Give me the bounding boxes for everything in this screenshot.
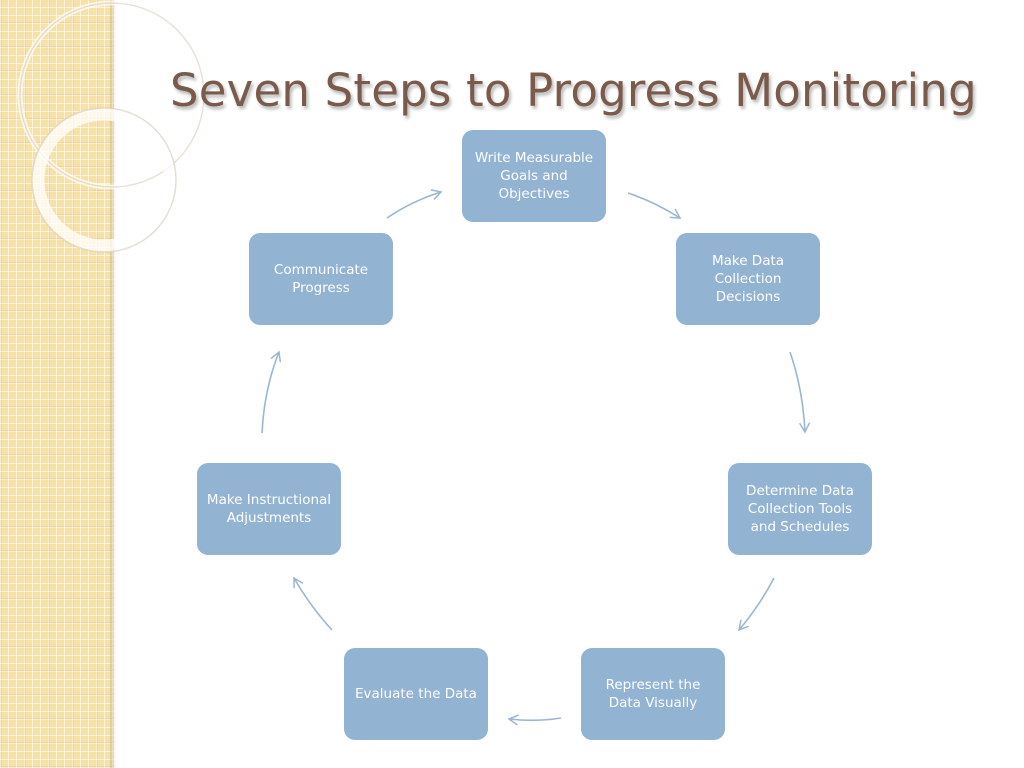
arrow-step3-to-step4	[738, 577, 775, 632]
arrow-step5-to-step6	[293, 576, 333, 631]
step-write-measurable-goals: Write Measurable Goals and Objectives	[462, 130, 606, 222]
arrow-step7-to-step1	[386, 189, 443, 219]
step-label: Write Measurable Goals and Objectives	[474, 150, 594, 202]
step-label: Make Data Collection Decisions	[711, 253, 785, 305]
step-represent-data-visually: Represent the Data Visually	[581, 648, 725, 740]
arrow-step1-to-step2	[627, 192, 682, 219]
step-label: Make Instructional Adjustments	[206, 492, 332, 526]
decorative-rings	[17, 0, 207, 253]
step-label: Determine Data Collection Tools and Sche…	[746, 483, 854, 535]
arrow-step2-to-step3	[789, 351, 811, 434]
step-label: Evaluate the Data	[355, 686, 477, 702]
step-determine-data-collection-tools: Determine Data Collection Tools and Sche…	[728, 463, 872, 555]
step-communicate-progress: Communicate Progress	[249, 233, 393, 325]
arrow-step4-to-step5	[507, 714, 562, 726]
step-label: Communicate Progress	[273, 262, 369, 296]
step-evaluate-the-data: Evaluate the Data	[344, 648, 488, 740]
step-label: Represent the Data Visually	[605, 677, 701, 711]
slide-title: Seven Steps to Progress Monitoring	[170, 64, 977, 117]
side-band-shadow	[110, 0, 116, 768]
step-make-data-collection-decisions: Make Data Collection Decisions	[676, 233, 820, 325]
step-make-instructional-adjustments: Make Instructional Adjustments	[197, 463, 341, 555]
arrow-step6-to-step7	[261, 350, 282, 434]
